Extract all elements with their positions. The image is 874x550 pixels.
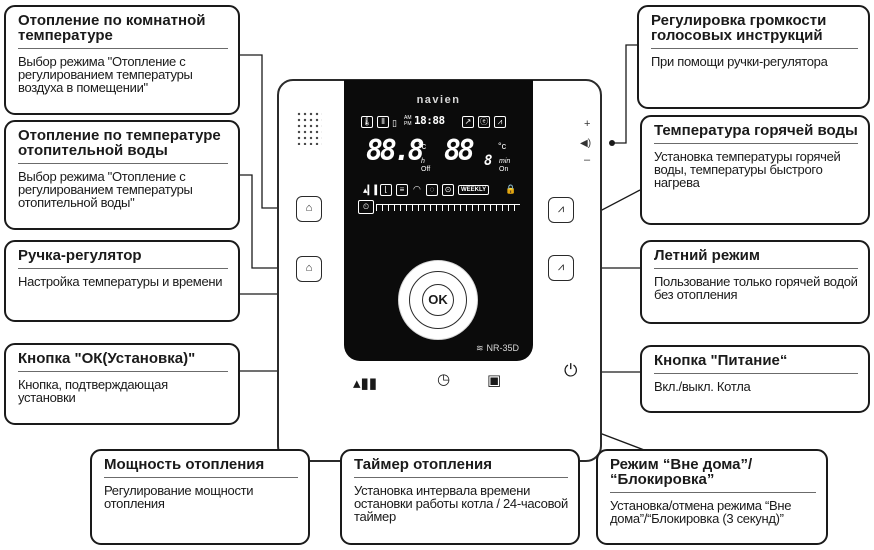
timer-clock-icon[interactable]: ◷	[437, 371, 451, 388]
callout-title: Таймер отопления	[354, 457, 568, 478]
callout-title: Регулировка громкости голосовых инструкц…	[651, 13, 858, 49]
floor-lcd-icon: ⌊	[380, 184, 392, 196]
wifi-icon: ≋	[475, 343, 484, 353]
callout-ok-button: Кнопка "ОК(Установка)" Кнопка, подтвержд…	[4, 343, 240, 425]
callout-desc: Установка/отмена режима “Вне дома”/“Блок…	[610, 498, 792, 526]
flame-lcd-icon: ⓔ	[478, 116, 490, 128]
brand-logo: navien	[416, 94, 461, 106]
callout-title: Летний режим	[654, 248, 858, 269]
callout-heating-power: Мощность отопления Регулирование мощност…	[90, 449, 310, 545]
callout-power: Кнопка "Питание“ Вкл./выкл. Котла	[640, 345, 870, 413]
tap-icon: ⩘	[557, 203, 565, 215]
left-hour-unit: h	[421, 158, 425, 165]
callout-desc: Установка интервала времени остановки ра…	[354, 483, 568, 524]
on-indicator: On	[499, 166, 509, 173]
callout-heating-timer: Таймер отопления Установка интервала вре…	[340, 449, 580, 545]
power-icon[interactable]: ⏻	[564, 361, 578, 380]
callout-desc: Установка температуры горячей воды, темп…	[654, 149, 841, 190]
summer-mode-button[interactable]: ⩘	[548, 255, 574, 281]
lock-lcd-icon: 🔒	[505, 184, 517, 194]
callout-knob: Ручка-регулятор Настройка температуры и …	[4, 240, 240, 322]
callout-title: Мощность отопления	[104, 457, 298, 478]
callout-desc: Настройка температуры и времени	[18, 274, 223, 289]
callout-water-heating: Отопление по температуре отопительной во…	[4, 120, 240, 230]
lcd-clock: 18:88	[414, 114, 445, 127]
hot-water-button[interactable]: ⩘	[548, 197, 574, 223]
callout-title: Кнопка "Питание“	[654, 353, 858, 374]
off-indicator: Off	[421, 166, 431, 173]
callout-title: Режим “Вне дома”/ “Блокировка”	[610, 457, 816, 493]
callout-away-lock: Режим “Вне дома”/ “Блокировка” Установка…	[596, 449, 828, 545]
house-radiator-icon: ⌂	[305, 262, 313, 274]
arrow-lcd-icon: ↗	[462, 116, 474, 128]
tap-only-icon: ⩘	[557, 261, 565, 273]
weekly-indicator: WEEKLY	[458, 185, 490, 195]
timer-bar: ⏲	[358, 200, 520, 214]
briefcase-icon[interactable]: ▣	[487, 372, 502, 389]
callout-room-heating: Отопление по комнатной температуре Выбор…	[4, 5, 240, 115]
water-temp-lcd-icon: ⫴	[377, 116, 389, 128]
left-seven-seg: 88.8	[366, 134, 424, 167]
boiler-lcd-icon: ≡	[396, 184, 408, 196]
house-thermometer-icon: ⌂	[305, 202, 313, 214]
power-level-lcd-icon: ▴▎▍	[363, 185, 382, 195]
volume-plus: +	[584, 118, 591, 130]
water-heating-button[interactable]: ⌂	[296, 256, 322, 282]
speaker-icon[interactable]: ◀)	[580, 138, 592, 149]
left-degree-unit: °c	[418, 141, 427, 151]
am-indicator: AM	[404, 115, 412, 121]
right-degree-unit: °c	[498, 141, 507, 151]
callout-title: Отопление по температуре отопительной во…	[18, 128, 228, 164]
volume-minus: –	[584, 154, 591, 166]
callout-desc: Регулирование мощности отопления	[104, 483, 254, 511]
callout-volume: Регулировка громкости голосовых инструкц…	[637, 5, 870, 109]
callout-desc: Пользование только горячей водой без ото…	[654, 274, 858, 302]
right-seven-seg: 88	[444, 134, 475, 167]
callout-desc: Вкл./выкл. Котла	[654, 379, 751, 394]
timer-ticks	[376, 204, 520, 211]
summer-lcd-icon: ◌	[426, 184, 438, 196]
room-temp-lcd-icon: 🌡	[361, 116, 373, 128]
callout-desc: Кнопка, подтверждающая установки	[18, 377, 168, 405]
callout-desc: Выбор режима "Отопление с регулированием…	[18, 169, 193, 210]
callout-title: Температура горячей воды	[654, 123, 858, 144]
callout-hot-water: Температура горячей воды Установка темпе…	[640, 115, 870, 225]
callout-title: Ручка-регулятор	[18, 248, 228, 269]
leader-dot	[609, 140, 615, 146]
speaker-grille	[296, 111, 322, 145]
leader-volume	[612, 44, 637, 144]
pm-indicator: PM	[404, 121, 412, 127]
right-min-unit: min	[499, 158, 511, 165]
room-heating-button[interactable]: ⌂	[296, 196, 322, 222]
callout-summer: Летний режим Пользование только горячей …	[640, 240, 870, 324]
ok-button[interactable]: OK	[422, 284, 454, 316]
callout-title: Кнопка "ОК(Установка)"	[18, 351, 228, 372]
lock-small-icon: ▯	[392, 118, 397, 128]
tap-lcd-icon: ⩘	[494, 116, 506, 128]
heating-power-icon[interactable]: ▴▮▮	[353, 375, 378, 392]
callout-title: Отопление по комнатной температуре	[18, 13, 228, 49]
wifi-lcd-icon: ◠	[413, 184, 421, 194]
model-label: ≋NR-35D	[475, 343, 519, 353]
right-decimal-seg: 8	[484, 153, 493, 169]
clock-lcd-icon: ⏲	[358, 200, 374, 214]
callout-desc: При помощи ручки-регулятора	[651, 54, 828, 69]
timer-lcd-icon: ⊙	[442, 184, 454, 196]
callout-desc: Выбор режима "Отопление с регулированием…	[18, 54, 193, 95]
